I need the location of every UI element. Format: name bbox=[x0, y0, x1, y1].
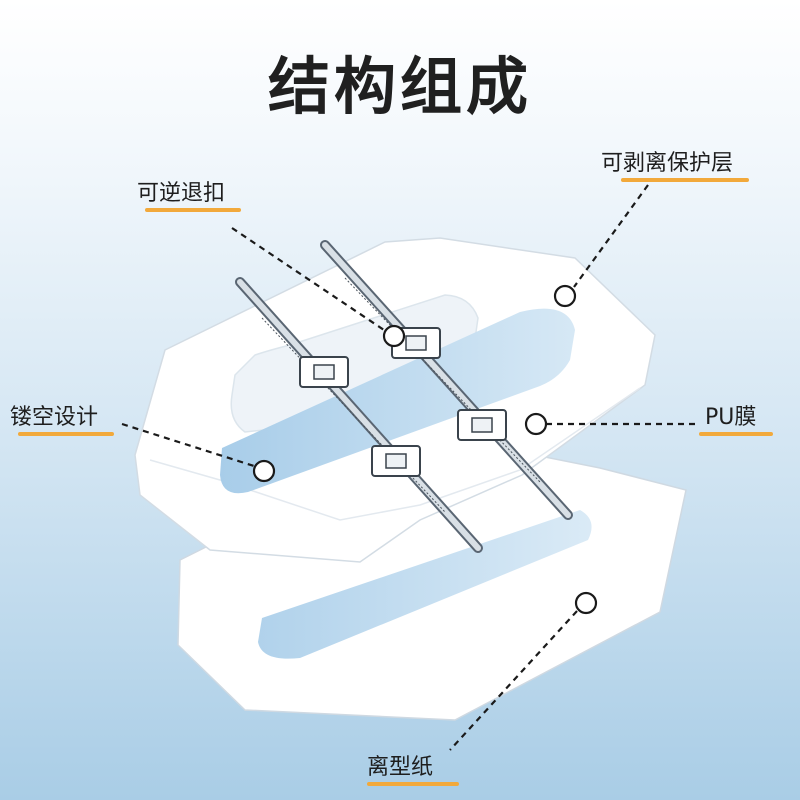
zip-tie-right bbox=[320, 240, 573, 520]
leader-hollow-design bbox=[121, 422, 255, 468]
label-protective-layer: 可剥离保护层 bbox=[601, 150, 749, 182]
label-underline bbox=[367, 782, 459, 786]
label-pu-film: PU膜 bbox=[699, 404, 773, 436]
leader-release-paper bbox=[449, 610, 578, 751]
hollow-window bbox=[220, 308, 575, 494]
marker-pu-film bbox=[524, 412, 548, 436]
label-hollow-design: 镂空设计 bbox=[10, 404, 114, 436]
marker-protective-layer bbox=[553, 284, 577, 308]
page-title: 结构组成 bbox=[267, 50, 532, 123]
marker-hollow-design bbox=[252, 459, 276, 483]
label-text-reversible-buckle: 可逆退扣 bbox=[137, 181, 226, 206]
label-text-release-paper: 离型纸 bbox=[367, 755, 434, 780]
label-release-paper: 离型纸 bbox=[367, 754, 459, 786]
marker-release-paper bbox=[574, 591, 598, 615]
label-underline bbox=[145, 208, 241, 212]
leader-lines bbox=[121, 184, 698, 751]
buckle-1 bbox=[299, 356, 349, 388]
zip-tie-left bbox=[235, 277, 483, 553]
label-underline bbox=[18, 432, 114, 436]
buckle-4 bbox=[457, 409, 507, 441]
leader-reversible-buckle bbox=[231, 227, 385, 331]
label-underline bbox=[621, 178, 749, 182]
marker-reversible-buckle bbox=[382, 324, 406, 348]
marker-circles bbox=[252, 284, 598, 615]
label-text-pu-film: PU膜 bbox=[705, 405, 757, 430]
label-underline bbox=[699, 432, 773, 436]
label-reversible-buckle: 可逆退扣 bbox=[137, 180, 241, 212]
label-text-hollow-design: 镂空设计 bbox=[10, 405, 99, 430]
buckle-3 bbox=[371, 445, 421, 477]
label-text-protective-layer: 可剥离保护层 bbox=[601, 151, 734, 176]
